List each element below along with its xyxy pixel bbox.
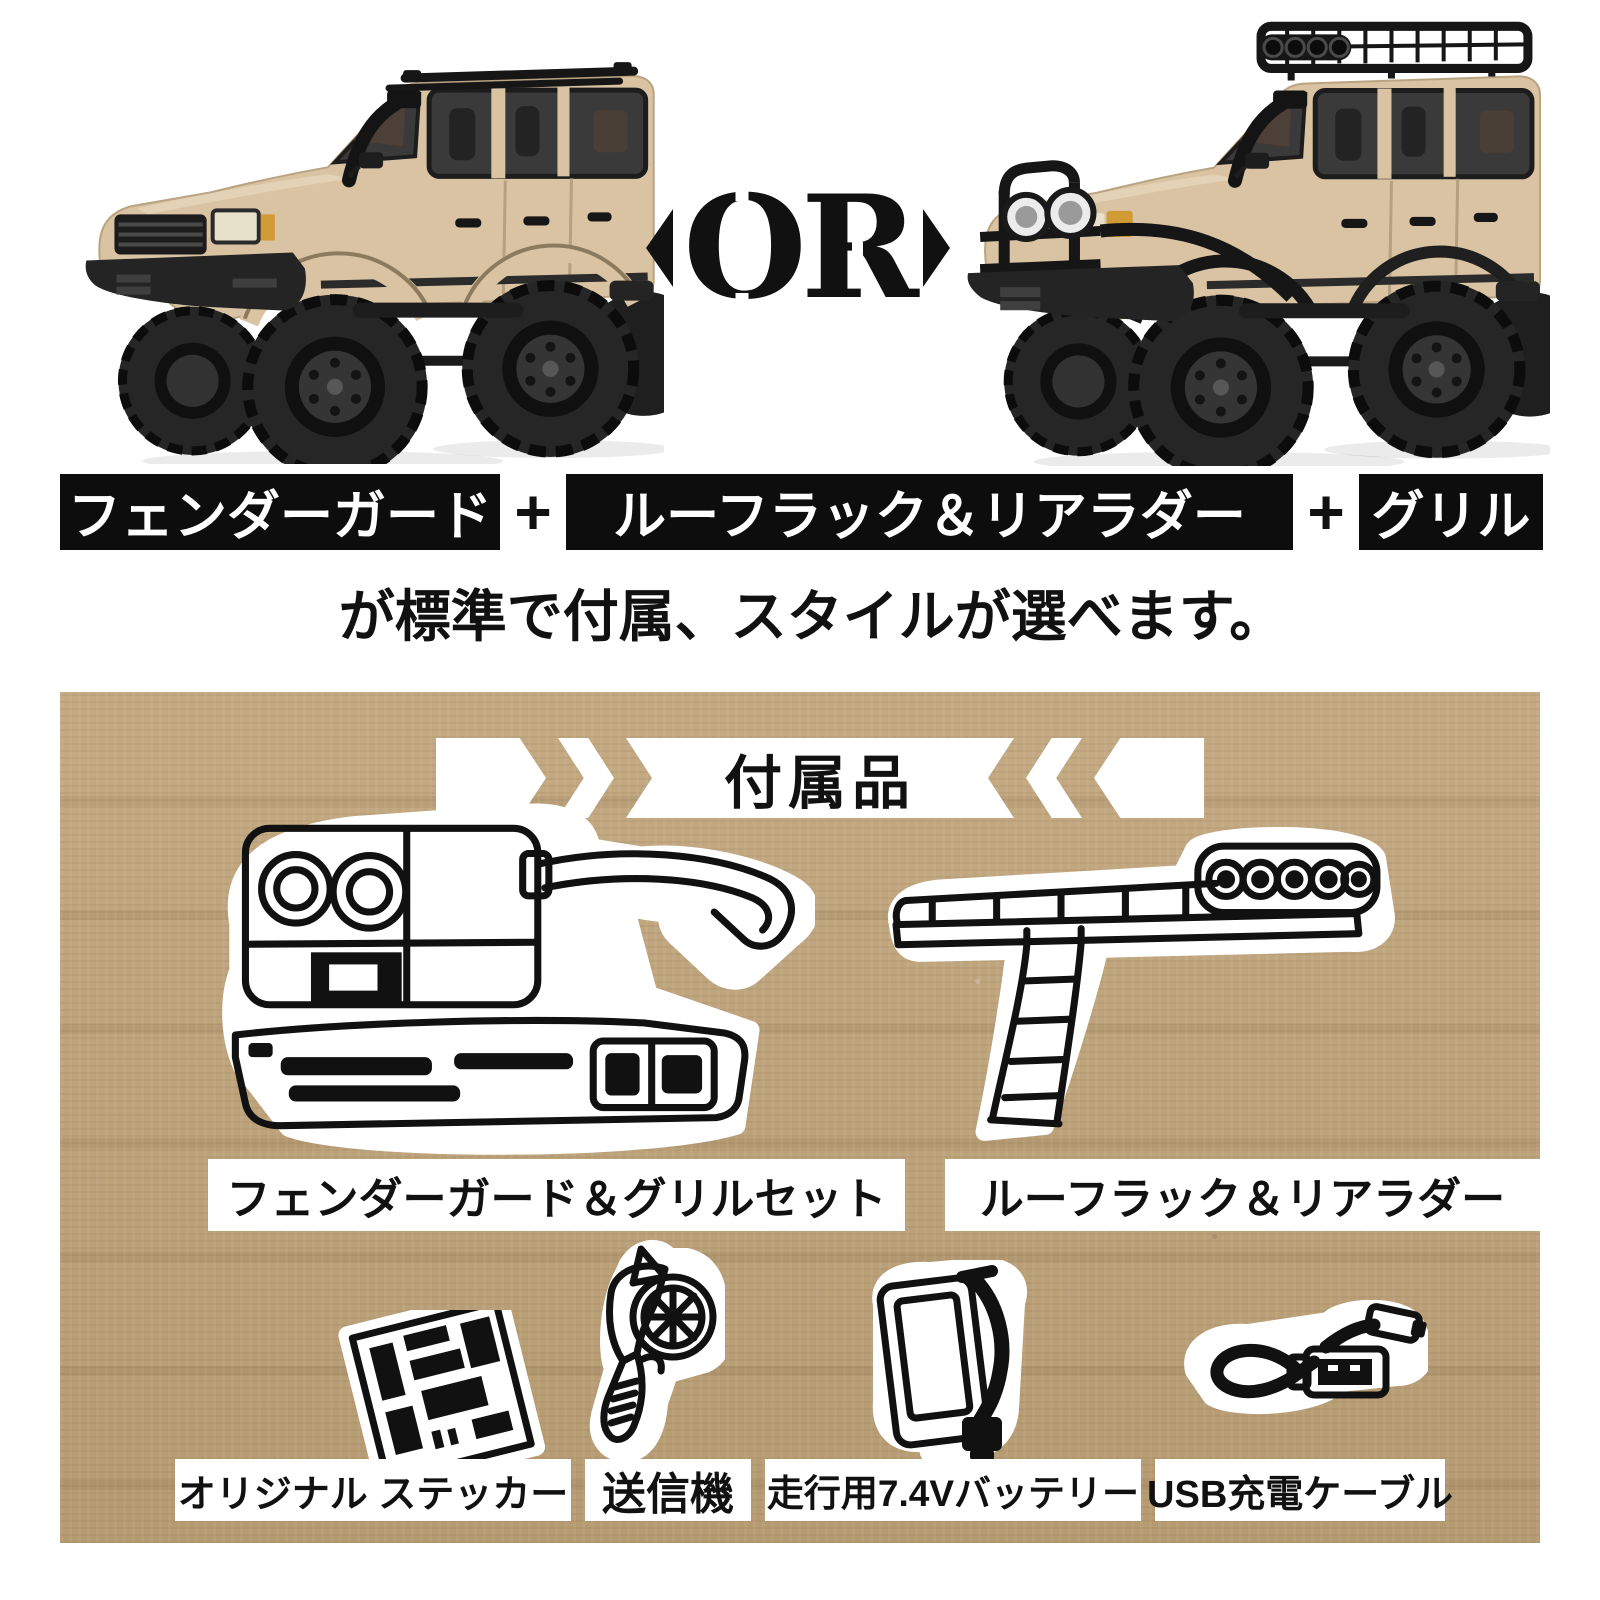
feature-badges-row: フェンダーガード + ルーフラック＆リアラダー + グリル bbox=[60, 474, 1543, 550]
transmitter-illustration bbox=[589, 1240, 725, 1462]
headlight bbox=[210, 208, 261, 245]
rack-light bbox=[1262, 36, 1284, 58]
badge-grille: グリル bbox=[1359, 474, 1543, 550]
car-photo-offroad-style bbox=[967, 21, 1550, 466]
triangle-right-icon bbox=[922, 209, 950, 287]
turn-signal bbox=[260, 214, 275, 241]
roofrack-rearladder-illustration bbox=[887, 827, 1395, 1141]
badge-roofrack-rearladder: ルーフラック＆リアラダー bbox=[566, 474, 1293, 550]
rear-bumper bbox=[609, 280, 654, 301]
roof-rail-far bbox=[385, 77, 624, 92]
wheel-rear bbox=[461, 280, 640, 458]
accessories-header: 付属品 bbox=[723, 751, 916, 816]
label-transmitter: 送信機 bbox=[585, 1459, 751, 1521]
triangle-left-icon bbox=[646, 209, 674, 287]
sticker-sheet-illustration bbox=[338, 1310, 546, 1475]
label-original-sticker: オリジナル ステッカー bbox=[175, 1459, 571, 1521]
usb-cable-illustration bbox=[1184, 1300, 1428, 1414]
accessories-banner: 付属品 bbox=[436, 738, 1204, 818]
fender-guard-rear bbox=[1345, 245, 1530, 316]
fender-guard-grille-illustration bbox=[222, 803, 815, 1155]
roof-rail-near bbox=[400, 66, 639, 83]
badge-fender-guard: フェンダーガード bbox=[60, 474, 500, 550]
label-usb-cable: USB充電ケーブル bbox=[1147, 1459, 1453, 1521]
wheel-front-left bbox=[117, 306, 268, 456]
rack-light bbox=[1306, 36, 1328, 58]
side-mirror bbox=[359, 152, 384, 169]
label-battery: 走行用7.4Vバッテリー bbox=[765, 1459, 1141, 1521]
car-photo-standard-style bbox=[85, 62, 664, 464]
banner-chevron-left-icon bbox=[1094, 738, 1204, 818]
accessories-panel: 付属品 bbox=[60, 692, 1540, 1543]
front-bumper bbox=[85, 252, 306, 311]
side-step bbox=[352, 302, 524, 318]
battery-illustration bbox=[872, 1260, 1027, 1467]
banner-chevron-left-icon bbox=[1026, 738, 1082, 818]
rack-light bbox=[1328, 36, 1350, 58]
label-fender-guard-grille-set: フェンダーガード＆グリルセット bbox=[208, 1159, 905, 1231]
wheel-front-right bbox=[242, 294, 428, 464]
rack-light bbox=[1284, 36, 1306, 58]
badges-subtitle: が標準で付属、スタイルが選べます。 bbox=[338, 585, 1286, 648]
plus-icon: + bbox=[514, 476, 552, 548]
roof-rack-basket bbox=[1256, 21, 1533, 81]
label-roofrack-rearladder: ルーフラック＆リアラダー bbox=[945, 1159, 1540, 1231]
plus-icon: + bbox=[1307, 476, 1345, 548]
